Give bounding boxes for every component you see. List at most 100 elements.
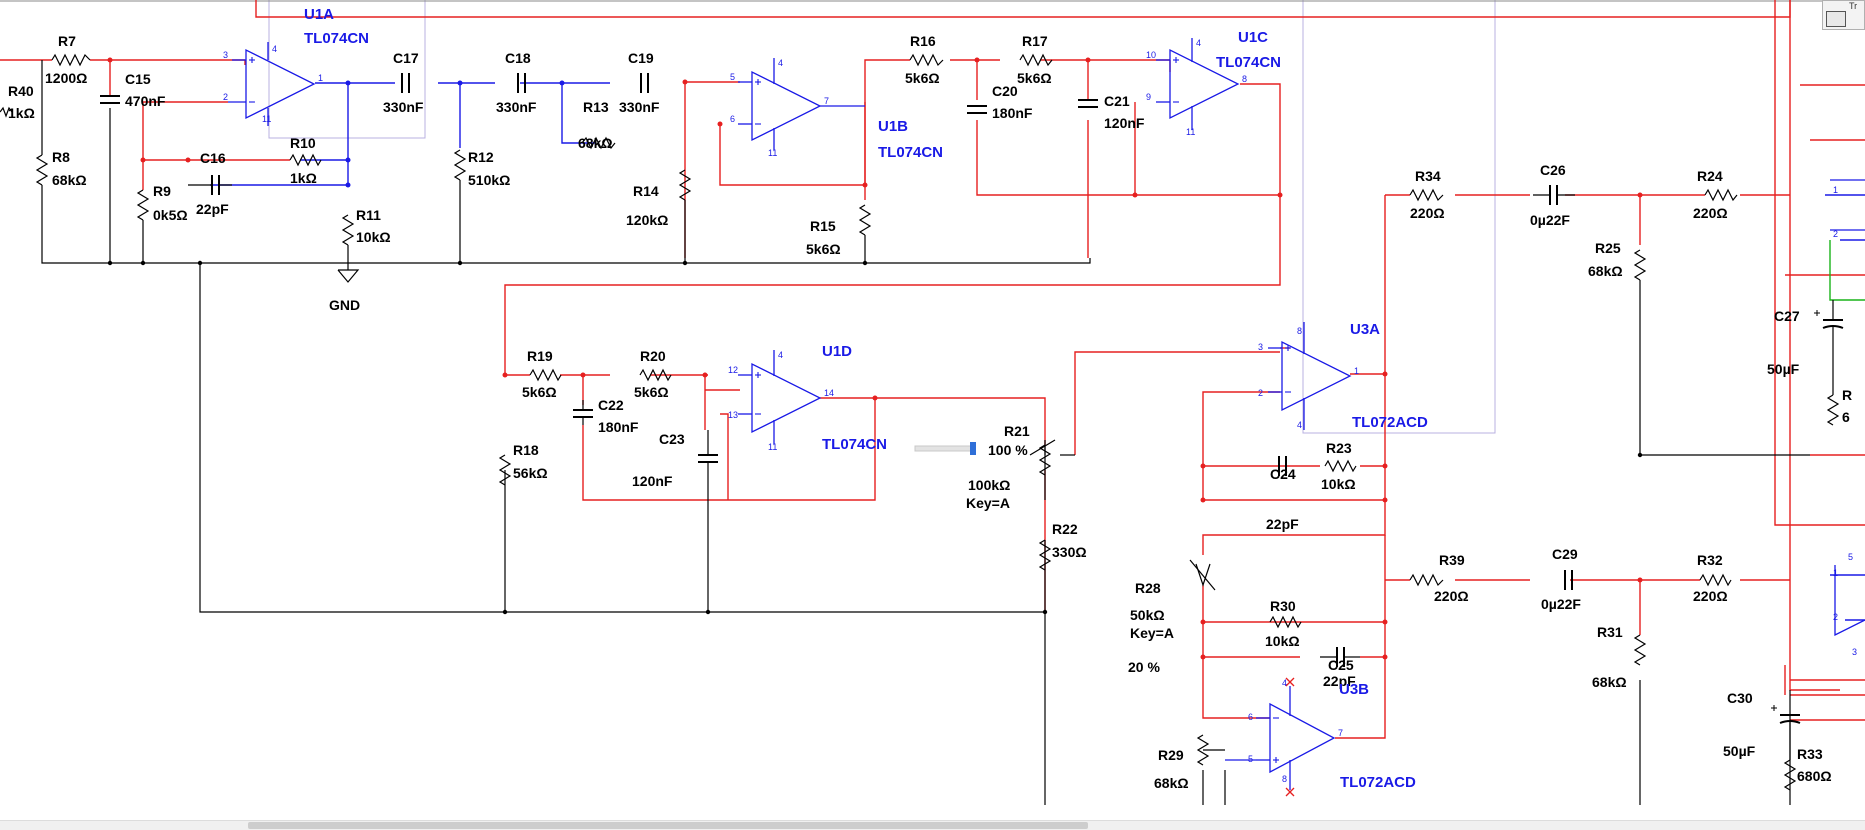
svg-text:13: 13	[728, 410, 738, 420]
svg-text:6: 6	[730, 114, 735, 124]
svg-text:7: 7	[824, 96, 829, 106]
opamp-u3b[interactable]	[1225, 686, 1336, 790]
u1a-label: U1A	[304, 6, 334, 23]
r8-label: R8	[52, 149, 70, 165]
r29-value: 68kΩ	[1154, 775, 1189, 791]
opamp-u1d[interactable]	[738, 350, 822, 444]
svg-text:4: 4	[778, 58, 783, 68]
opamp-u1a[interactable]	[228, 42, 316, 126]
c22-label: C22	[598, 397, 624, 413]
c27-value: 50µF	[1767, 361, 1800, 377]
pin-numbers: 3 2 1 4 11 5 6 7 4 11 10 9 8 4 11 12 13 …	[223, 38, 1857, 784]
c16-label: C16	[200, 150, 226, 166]
r15-label: R15	[810, 218, 836, 234]
u1b-model: TL074CN	[878, 144, 943, 161]
svg-text:1: 1	[318, 73, 323, 83]
svg-text:3: 3	[1258, 342, 1263, 352]
c27-label: C27	[1774, 308, 1800, 324]
c19-label: C19	[628, 50, 654, 66]
c23-value: 120nF	[632, 473, 673, 489]
potentiometer-arrows	[1029, 439, 1216, 591]
wires-blue	[210, 82, 1865, 621]
c21-value: 120nF	[1104, 115, 1145, 131]
r19-value: 5k6Ω	[522, 384, 557, 400]
r28-percent: 20 %	[1128, 659, 1160, 675]
u1a-model: TL074CN	[304, 30, 369, 47]
c30-label: C30	[1727, 690, 1753, 706]
svg-text:4: 4	[272, 44, 277, 54]
svg-text:5: 5	[1248, 754, 1253, 764]
unconnected-pin-marks	[1285, 677, 1295, 797]
svg-text:8: 8	[1242, 74, 1247, 84]
r13-value: 68kΩ	[578, 135, 613, 151]
r30-value: 10kΩ	[1265, 633, 1300, 649]
component-labels: R7 1200Ω R40 1kΩ R8 68kΩ C15 470nF R9 0k…	[8, 6, 1852, 791]
r9-value: 0k5Ω	[153, 207, 188, 223]
r15-value: 5k6Ω	[806, 241, 841, 257]
u1d-model: TL074CN	[822, 436, 887, 453]
opamp-partial-right	[1830, 179, 1865, 637]
opamp-u1c[interactable]	[1156, 38, 1240, 130]
svg-text:9: 9	[1146, 92, 1151, 102]
c17-label: C17	[393, 50, 419, 66]
r23-label: R23	[1326, 440, 1352, 456]
horizontal-scrollbar-thumb[interactable]	[248, 822, 1088, 829]
svg-text:2: 2	[1258, 388, 1263, 398]
c22-value: 180nF	[598, 419, 639, 435]
svg-text:4: 4	[1196, 38, 1201, 48]
r24-value: 220Ω	[1693, 205, 1728, 221]
r28-label: R28	[1135, 580, 1161, 596]
svg-text:12: 12	[728, 365, 738, 375]
r9-label: R9	[153, 183, 171, 199]
r21-value: 100kΩ	[968, 477, 1010, 493]
r21-percent: 100 %	[988, 442, 1028, 458]
c24-value: 22pF	[1266, 516, 1299, 532]
r34-value: 220Ω	[1410, 205, 1445, 221]
c29-label: C29	[1552, 546, 1578, 562]
c18-label: C18	[505, 50, 531, 66]
window-icon[interactable]	[1826, 11, 1846, 27]
c20-label: C20	[992, 83, 1018, 99]
opamp-u3a[interactable]	[1268, 322, 1352, 430]
r40-value: 1kΩ	[8, 105, 35, 121]
toolbar-corner-widget[interactable]: Tr	[1822, 0, 1865, 30]
svg-text:3: 3	[1852, 647, 1857, 657]
junction-dots	[107, 57, 1643, 660]
r10-label: R10	[290, 135, 316, 151]
svg-text:2: 2	[223, 92, 228, 102]
gnd-label: GND	[329, 297, 360, 313]
wires-red	[0, 0, 1865, 739]
c25-value: 22pF	[1323, 673, 1356, 689]
svg-text:4: 4	[1297, 420, 1302, 430]
c26-label: C26	[1540, 162, 1566, 178]
r24-label: R24	[1697, 168, 1723, 184]
r11-label: R11	[356, 207, 381, 223]
svg-text:11: 11	[768, 442, 777, 452]
r-partial-label: R	[1842, 387, 1852, 403]
svg-text:1: 1	[1833, 568, 1838, 578]
c25-label: C25	[1328, 657, 1354, 673]
svg-text:8: 8	[1282, 774, 1287, 784]
r20-value: 5k6Ω	[634, 384, 669, 400]
r33-label: R33	[1797, 746, 1823, 762]
u1c-label: U1C	[1238, 29, 1268, 46]
c26-value: 0µ22F	[1530, 212, 1570, 228]
r20-label: R20	[640, 348, 666, 364]
horizontal-scrollbar[interactable]	[0, 820, 1865, 830]
r31-value: 68kΩ	[1592, 674, 1627, 690]
c19-value: 330nF	[619, 99, 660, 115]
svg-text:11: 11	[1186, 127, 1195, 137]
r12-value: 510kΩ	[468, 172, 510, 188]
schematic-drawing[interactable]: 3 2 1 4 11 5 6 7 4 11 10 9 8 4 11 12 13 …	[0, 0, 1865, 805]
u3a-label: U3A	[1350, 321, 1380, 338]
schematic-canvas[interactable]: 3 2 1 4 11 5 6 7 4 11 10 9 8 4 11 12 13 …	[0, 0, 1865, 805]
wires-green	[1829, 240, 1865, 301]
r17-label: R17	[1022, 33, 1048, 49]
r25-value: 68kΩ	[1588, 263, 1623, 279]
r21-slider[interactable]	[914, 442, 976, 455]
opamp-u1b[interactable]	[738, 58, 865, 150]
svg-text:2: 2	[1833, 229, 1838, 239]
r21-key: Key=A	[966, 495, 1010, 511]
selection-outlines	[0, 0, 1865, 434]
r31-label: R31	[1597, 624, 1623, 640]
